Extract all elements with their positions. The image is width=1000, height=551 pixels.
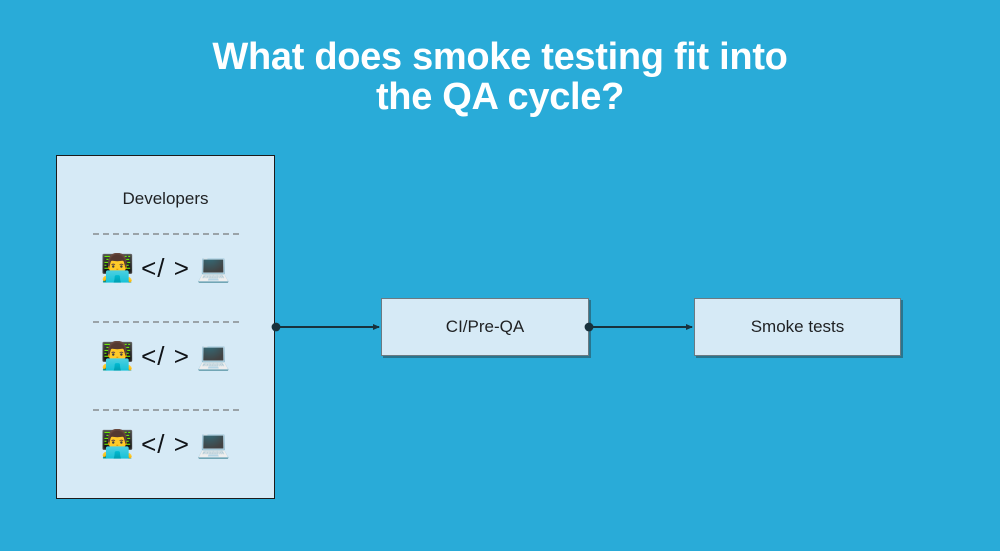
technologist-icon: 👨‍💻 bbox=[100, 340, 135, 372]
laptop-icon: 💻 bbox=[196, 428, 231, 460]
developers-panel: Developers 👨‍💻 </ > 💻 👨‍💻 </ > 💻 👨‍💻 </ … bbox=[56, 155, 275, 499]
page-title-line-2: the QA cycle? bbox=[375, 76, 625, 118]
laptop-icon: 💻 bbox=[196, 252, 231, 284]
laptop-icon: 💻 bbox=[196, 340, 231, 372]
page-title-line-1: What does smoke testing fit into bbox=[212, 36, 788, 78]
code-tag-text: </ > bbox=[141, 428, 190, 459]
technologist-icon: 👨‍💻 bbox=[100, 252, 135, 284]
node-ci-pre-qa-label: CI/Pre-QA bbox=[445, 317, 525, 336]
panel-divider bbox=[92, 321, 239, 323]
developer-row: 👨‍💻 </ > 💻 bbox=[57, 327, 274, 385]
panel-divider bbox=[92, 409, 239, 411]
developer-row: 👨‍💻 </ > 💻 bbox=[57, 239, 274, 297]
panel-divider bbox=[92, 233, 239, 235]
node-ci-pre-qa: CI/Pre-QA bbox=[381, 298, 589, 356]
developer-row: 👨‍💻 </ > 💻 bbox=[57, 415, 274, 473]
code-tag-text: </ > bbox=[141, 340, 190, 371]
page-title: What does smoke testing fit into the QA … bbox=[0, 37, 1000, 117]
node-smoke-tests: Smoke tests bbox=[694, 298, 901, 356]
developers-panel-label: Developers bbox=[122, 189, 209, 208]
node-smoke-tests-label: Smoke tests bbox=[750, 317, 845, 336]
code-tag-text: </ > bbox=[141, 252, 190, 283]
technologist-icon: 👨‍💻 bbox=[100, 428, 135, 460]
